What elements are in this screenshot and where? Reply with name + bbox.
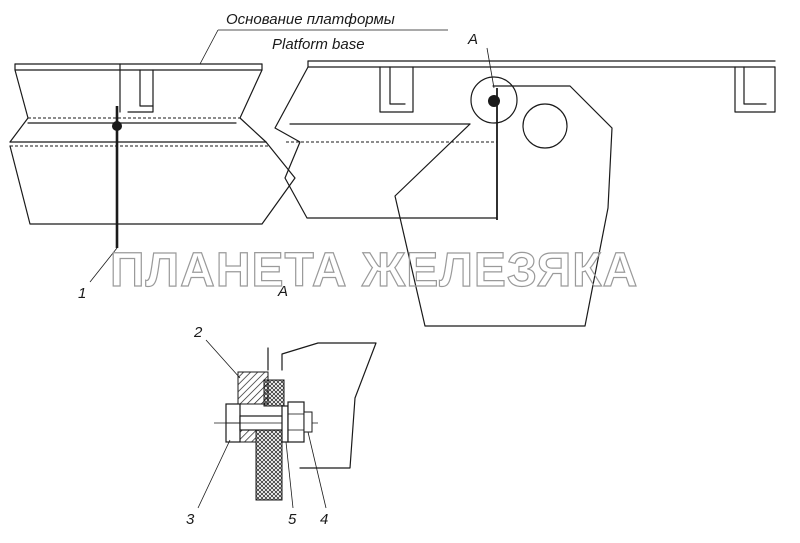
callout-2: 2 [193,324,203,341]
right-platform-section [274,47,776,327]
view-label-bottom: A [277,283,288,300]
watermark: ПЛАНЕТА ЖЕЛЕЗЯКА [110,244,638,297]
left-platform-section [9,63,296,225]
callout-4: 4 [320,511,328,528]
caption-ru: Основание платформы [226,11,395,28]
view-label-top: A [467,31,478,48]
callout-1: 1 [78,285,86,302]
callout-3: 3 [186,511,195,528]
part-1-rod [89,106,122,283]
callout-5: 5 [288,511,297,528]
caption-en: Platform base [272,36,365,53]
detail-view-a [197,339,377,509]
caption-leader [199,29,448,65]
